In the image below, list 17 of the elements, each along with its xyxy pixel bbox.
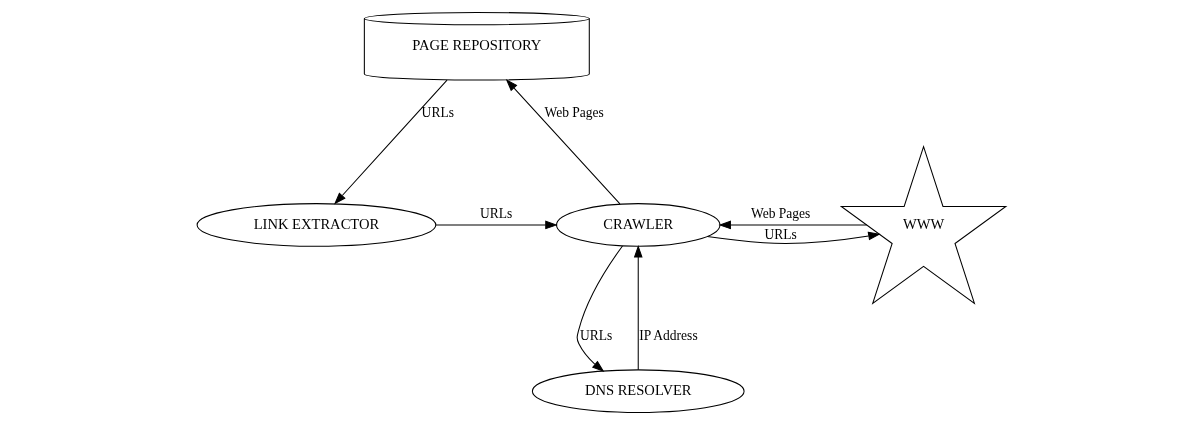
arrow bbox=[576, 245, 623, 373]
edge-label: URLs bbox=[763, 226, 797, 242]
node-ellipse: LINK EXTRACTOR bbox=[196, 203, 436, 247]
edge-label: URLs bbox=[421, 104, 454, 120]
node-ellipse: CRAWLER bbox=[555, 203, 720, 247]
arrow bbox=[717, 220, 867, 230]
arrow bbox=[706, 231, 881, 244]
edge-label: Web Pages bbox=[544, 104, 604, 120]
edge-label: URLs bbox=[579, 328, 612, 344]
edge-label: Web Pages bbox=[750, 206, 810, 222]
edge-label: IP Address bbox=[638, 328, 698, 344]
arrow bbox=[434, 220, 558, 230]
arrow bbox=[333, 79, 448, 205]
edge-label: URLs bbox=[479, 206, 512, 222]
arrow bbox=[633, 244, 643, 371]
node-ellipse: DNS RESOLVER bbox=[531, 369, 745, 414]
arrow bbox=[505, 78, 620, 205]
